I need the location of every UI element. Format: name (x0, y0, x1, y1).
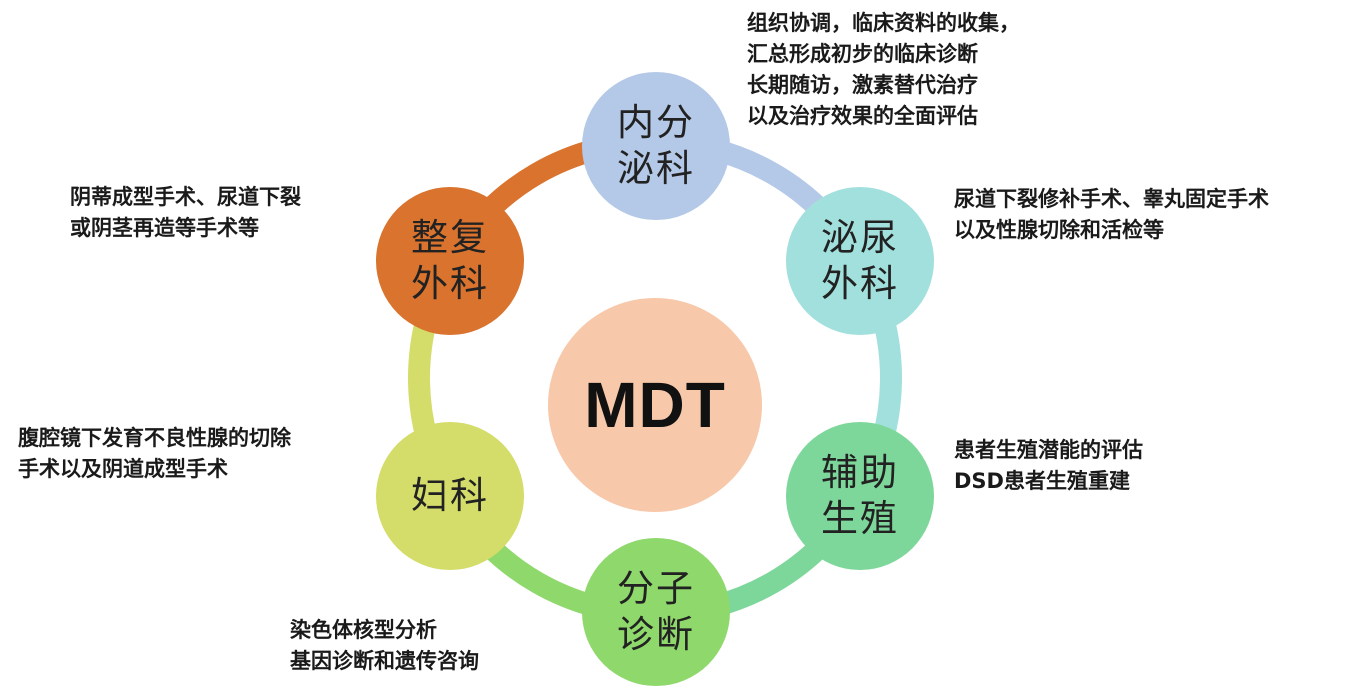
node-endocrinology: 内分 泌科 (582, 72, 730, 220)
node-urology: 泌尿 外科 (786, 187, 934, 335)
note-plastic-surgery: 阴蒂成型手术、尿道下裂 或阴茎再造等手术等 (70, 182, 301, 244)
note-line: DSD患者生殖重建 (954, 469, 1130, 493)
node-plastic-surgery-label: 整复 外科 (411, 216, 489, 305)
note-line: 基因诊断和遗传咨询 (290, 649, 479, 673)
note-endocrinology: 组织协调，临床资料的收集， 汇总形成初步的临床诊断 长期随访，激素替代治疗 以及… (747, 8, 1020, 132)
node-plastic-surgery: 整复 外科 (376, 187, 524, 335)
note-line: 或阴茎再造等手术等 (70, 216, 259, 240)
mdt-center-node: MDT (548, 298, 762, 512)
node-assisted-reproduction-label: 辅助 生殖 (821, 451, 899, 540)
note-assisted-reproduction: 患者生殖潜能的评估 DSD患者生殖重建 (954, 435, 1143, 497)
node-endocrinology-label: 内分 泌科 (617, 101, 695, 190)
node-gynecology: 妇科 (376, 422, 524, 570)
node-gynecology-label: 妇科 (411, 474, 489, 517)
note-gynecology: 腹腔镜下发育不良性腺的切除 手术以及阴道成型手术 (18, 423, 291, 485)
node-molecular-diagnosis-label: 分子 诊断 (617, 567, 695, 656)
note-line: 腹腔镜下发育不良性腺的切除 (18, 426, 291, 450)
note-urology: 尿道下裂修补手术、睾丸固定手术 以及性腺切除和活检等 (954, 184, 1269, 246)
mdt-center-label: MDT (584, 369, 726, 441)
node-urology-label: 泌尿 外科 (821, 216, 899, 305)
node-molecular-diagnosis: 分子 诊断 (582, 538, 730, 686)
note-line: 阴蒂成型手术、尿道下裂 (70, 185, 301, 209)
node-assisted-reproduction: 辅助 生殖 (786, 422, 934, 570)
note-line: 汇总形成初步的临床诊断 (747, 42, 978, 66)
note-line: 手术以及阴道成型手术 (18, 457, 228, 481)
note-line: 尿道下裂修补手术、睾丸固定手术 (954, 187, 1269, 211)
note-molecular-diagnosis: 染色体核型分析 基因诊断和遗传咨询 (290, 615, 479, 677)
note-line: 组织协调，临床资料的收集， (747, 11, 1020, 35)
note-line: 染色体核型分析 (290, 618, 437, 642)
note-line: 患者生殖潜能的评估 (954, 438, 1143, 462)
note-line: 以及性腺切除和活检等 (954, 218, 1164, 242)
note-line: 以及治疗效果的全面评估 (747, 104, 978, 128)
note-line: 长期随访，激素替代治疗 (747, 73, 978, 97)
